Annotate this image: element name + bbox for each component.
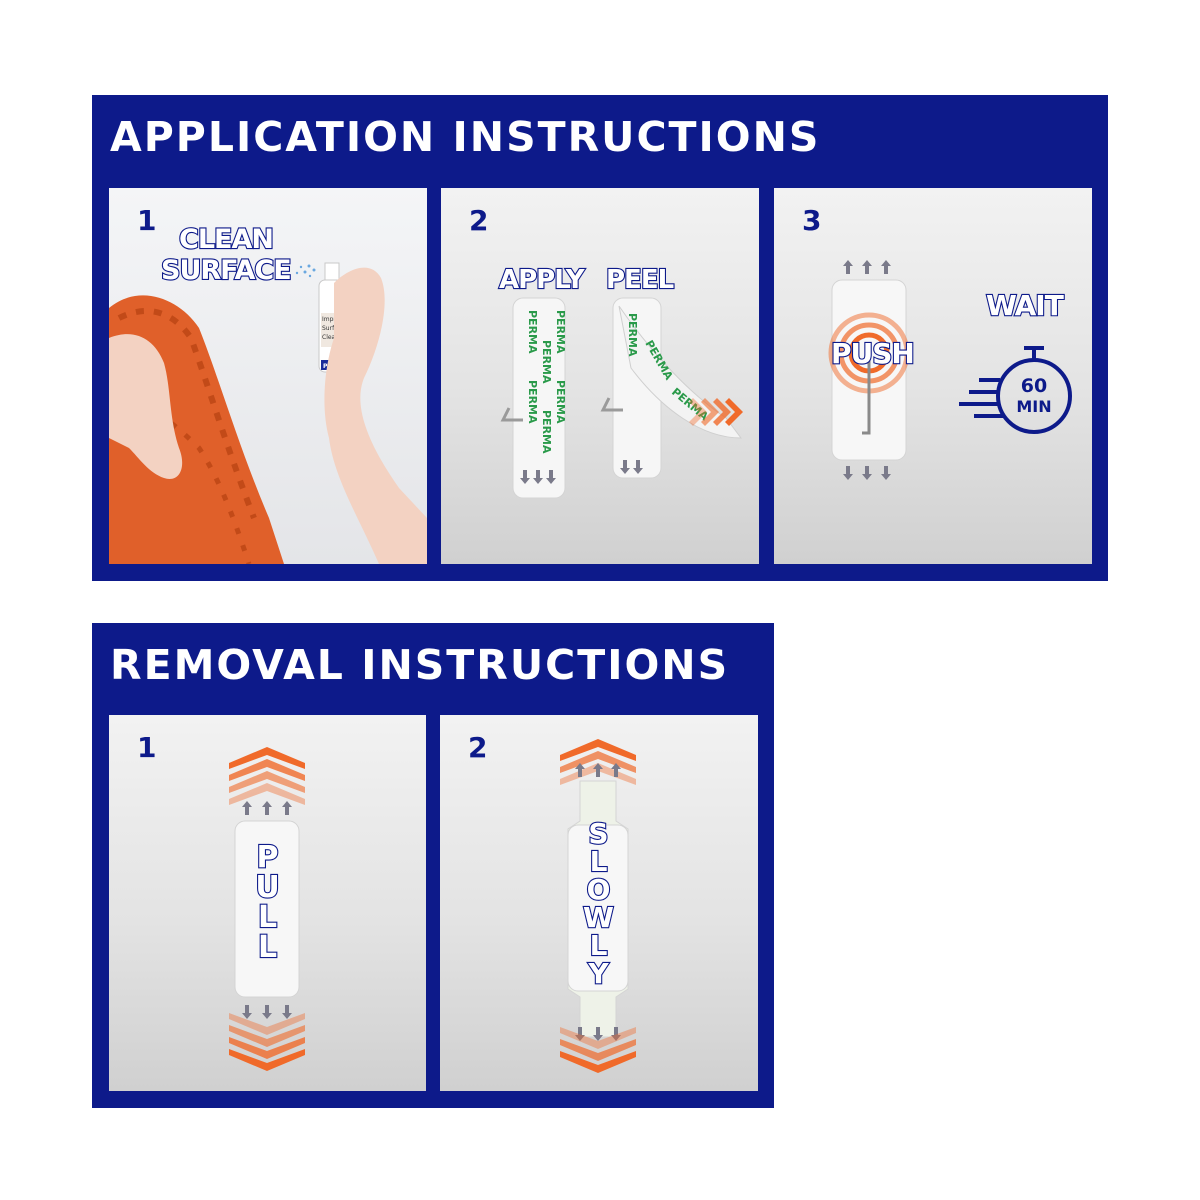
slowly-up-chevrons <box>560 739 636 785</box>
removal-step-1-panel: P U L L 1 <box>109 715 426 1091</box>
application-step-3-number: 3 <box>802 204 822 237</box>
application-step-2-panel: PERMA PERMA PERMA PERMA PERMA PERMA PERM… <box>441 188 759 564</box>
clean-surface-illustration: Impr... Surfac... Cleane... PERMA CLEAN … <box>109 223 427 564</box>
application-step-1-panel: Impr... Surfac... Cleane... PERMA CLEAN … <box>109 188 427 564</box>
removal-instructions-section: REMOVAL INSTRUCTIONS <box>92 623 774 1108</box>
tape-brand-apply-5: PERMA <box>540 410 553 454</box>
removal-title: REMOVAL INSTRUCTIONS <box>110 641 730 689</box>
tape-brand-peel-1: PERMA <box>626 313 639 357</box>
pull-illustration: P U L L <box>229 747 305 1071</box>
slowly-letter-4: W <box>583 901 614 934</box>
push-wait-illustration: PUSH WAIT 60 MIN <box>828 260 1072 480</box>
slowly-illustration: S L O W L Y <box>560 739 636 1073</box>
application-instructions-section: APPLICATION INSTRUCTIONS Impr... Surfac.… <box>92 95 1108 581</box>
right-hand-illustration <box>324 267 427 564</box>
pull-up-chevrons <box>229 747 305 805</box>
clean-label-line-1: CLEAN <box>179 224 273 255</box>
timer-value: 60 <box>1021 375 1047 397</box>
tape-brand-apply-3: PERMA <box>554 310 567 354</box>
tape-brand-apply-6: PERMA <box>554 380 567 424</box>
slowly-letter-5: L <box>590 929 608 962</box>
slowly-down-chevrons <box>560 1027 636 1073</box>
slowly-letter-3: O <box>587 873 610 906</box>
peel-label: PEEL <box>606 265 674 295</box>
wait-label: WAIT <box>986 289 1064 322</box>
pull-letter-3: L <box>258 900 277 935</box>
tape-brand-apply-2: PERMA <box>540 340 553 384</box>
clean-label-line-2: SURFACE <box>161 255 291 286</box>
up-arrows-icon <box>242 801 292 815</box>
application-title: APPLICATION INSTRUCTIONS <box>110 113 821 161</box>
pull-down-chevrons <box>229 1013 305 1071</box>
peel-motion-chevrons <box>689 398 743 426</box>
application-step-2-number: 2 <box>469 204 489 237</box>
down-arrows-icon <box>843 466 891 480</box>
push-label: PUSH <box>831 337 914 370</box>
apply-peel-illustration: PERMA PERMA PERMA PERMA PERMA PERMA PERM… <box>498 264 743 499</box>
removal-step-2-number: 2 <box>468 731 488 764</box>
hook-illustration-peel <box>600 397 623 412</box>
hook-illustration <box>862 358 871 435</box>
apply-label: APPLY <box>499 265 586 295</box>
down-arrows-icon <box>242 1005 292 1019</box>
bottle-label-line-1: Impr... <box>322 316 341 323</box>
removal-step-1-number: 1 <box>137 731 157 764</box>
pull-letter-2: U <box>255 870 278 905</box>
application-step-1-number: 1 <box>137 204 157 237</box>
stopwatch-icon <box>959 346 1072 434</box>
down-arrows-icon <box>575 1027 621 1041</box>
slowly-letter-2: L <box>590 845 608 878</box>
hook-illustration-apply <box>500 407 523 422</box>
down-arrows-icon <box>520 460 643 484</box>
slowly-letter-1: S <box>588 817 607 850</box>
slowly-letter-6: Y <box>587 957 609 990</box>
up-arrows-icon <box>843 260 891 274</box>
timer-unit: MIN <box>1016 397 1051 416</box>
removal-step-2-panel: S L O W L Y 2 <box>440 715 758 1091</box>
pull-letter-1: P <box>257 840 278 875</box>
up-arrows-icon <box>575 763 621 777</box>
tape-brand-apply-4: PERMA <box>526 380 539 424</box>
pull-letter-4: L <box>258 930 277 965</box>
left-hand-illustration <box>109 334 183 479</box>
application-step-3-panel: PUSH WAIT 60 MIN 3 <box>774 188 1092 564</box>
tape-brand-apply-1: PERMA <box>526 310 539 354</box>
spray-mist-icon <box>295 264 316 278</box>
